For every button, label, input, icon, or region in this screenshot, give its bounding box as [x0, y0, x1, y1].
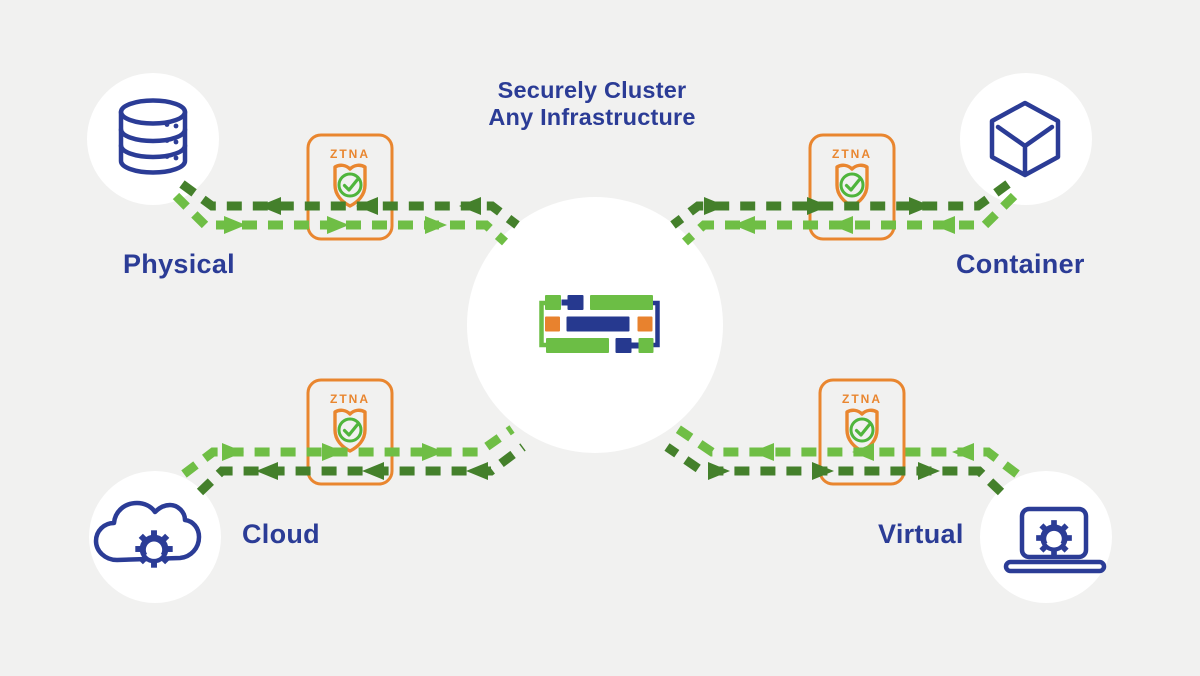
- flow-bottom-right: [664, 425, 1020, 496]
- flow-arrow-icon: [425, 216, 447, 234]
- flow-arrow-icon: [224, 216, 246, 234]
- flow-line-toward-node: [196, 443, 526, 496]
- flow-arrow-icon: [752, 443, 774, 461]
- flow-arrow-icon: [422, 443, 444, 461]
- flow-arrow-icon: [459, 197, 481, 215]
- diagram-title: Securely Cluster Any Infrastructure: [392, 77, 792, 131]
- flow-arrow-icon: [933, 216, 955, 234]
- flow-arrow-icon: [704, 197, 726, 215]
- flow-arrow-icon: [259, 197, 281, 215]
- title-line-2: Any Infrastructure: [488, 104, 696, 130]
- flow-arrow-icon: [952, 443, 974, 461]
- flow-top-left: [172, 180, 520, 246]
- flow-arrow-icon: [327, 216, 349, 234]
- flow-arrow-icon: [918, 462, 940, 480]
- flow-arrow-icon: [466, 462, 488, 480]
- node-label-physical: Physical: [123, 249, 235, 279]
- flow-arrow-icon: [831, 216, 853, 234]
- laptop-gear-icon: [1003, 506, 1107, 574]
- title-line-1: Securely Cluster: [497, 77, 687, 103]
- node-label-virtual: Virtual: [878, 519, 964, 549]
- flow-arrow-icon: [807, 197, 829, 215]
- flow-arrow-icon: [708, 462, 730, 480]
- container-cube-icon: [989, 100, 1061, 178]
- flow-line-toward-node: [664, 443, 1005, 496]
- cloud-gear-icon: [93, 500, 202, 568]
- flow-arrow-icon: [909, 197, 931, 215]
- flow-line-toward-center: [181, 425, 515, 478]
- flow-bottom-left: [181, 425, 526, 496]
- node-label-container: Container: [956, 249, 1085, 279]
- flow-line-toward-node: [670, 180, 1011, 229]
- flow-arrow-icon: [256, 462, 278, 480]
- flow-arrow-icon: [362, 462, 384, 480]
- center-logo: [539, 295, 660, 353]
- database-icon: [118, 98, 188, 175]
- node-label-cloud: Cloud: [242, 519, 320, 549]
- node-circle-container: [960, 73, 1092, 205]
- flow-arrow-icon: [222, 443, 244, 461]
- flow-arrow-icon: [733, 216, 755, 234]
